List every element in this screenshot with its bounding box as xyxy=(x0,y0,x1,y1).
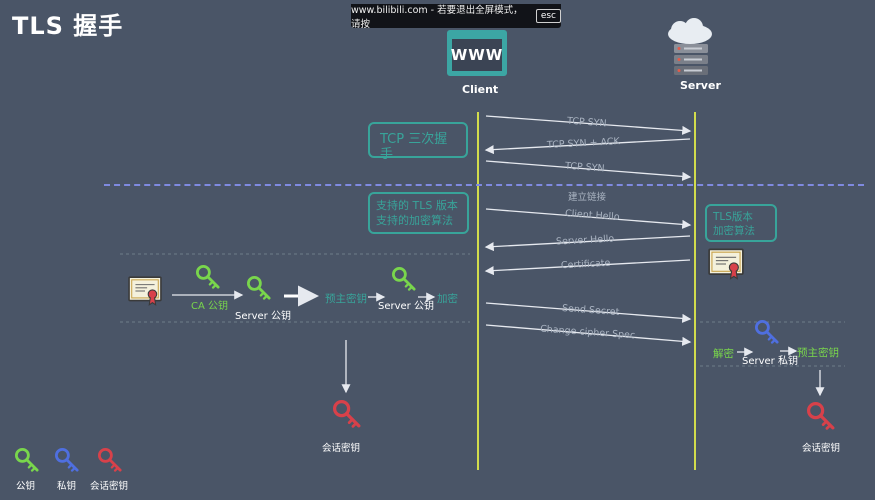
legend-session-key-icon xyxy=(98,448,122,472)
msg-arrow-4 xyxy=(485,208,692,229)
server-tls-box: TLS版本 加密算法 xyxy=(705,204,777,242)
client-icon-text: WWW xyxy=(450,46,504,64)
client-www-icon: WWW xyxy=(447,30,507,76)
client-tls-line-1: 支持的 TLS 版本 xyxy=(376,199,458,212)
legend-public-key-label: 公钥 xyxy=(16,481,36,492)
server-tls-line-1: TLS版本 xyxy=(713,211,753,223)
server-session-key-icon xyxy=(807,402,835,430)
legend-public-key-icon xyxy=(15,448,39,472)
server-pre-master-label: 预主密钥 xyxy=(797,347,839,359)
server-cloud-icon xyxy=(668,18,712,75)
server-public-key-label-2: Server 公钥 xyxy=(378,301,434,312)
fullscreen-notice-text: www.bilibili.com - 若要退出全屏模式，请按 xyxy=(351,5,523,30)
server-certificate-icon xyxy=(708,248,744,280)
ca-public-key-icon xyxy=(196,265,220,289)
server-public-key-icon-2 xyxy=(392,267,416,291)
server-session-key-label: 会话密钥 xyxy=(802,443,841,454)
tcp-handshake-box: TCP 三次握手 xyxy=(368,122,468,162)
server-public-key-icon xyxy=(247,276,271,300)
encrypt-label: 加密 xyxy=(437,293,458,305)
server-private-key-icon xyxy=(755,320,779,344)
esc-key[interactable]: esc xyxy=(535,9,561,23)
server-tls-line-2: 加密算法 xyxy=(713,225,755,237)
legend-private-key-icon xyxy=(55,448,79,472)
page-title: TLS 握手 xyxy=(12,12,124,40)
client-session-key-label: 会话密钥 xyxy=(322,443,361,454)
msg-arrow-5 xyxy=(484,235,691,252)
client-label: Client xyxy=(462,83,499,96)
client-lifeline xyxy=(477,112,479,470)
msg-arrow-3 xyxy=(485,160,692,181)
server-label: Server xyxy=(680,79,721,92)
legend-session-key-label: 会话密钥 xyxy=(90,481,129,492)
msg-arrow-2 xyxy=(484,138,691,155)
server-lifeline xyxy=(694,112,696,470)
tcp-handshake-label: TCP 三次握手 xyxy=(380,132,448,162)
certificate-icon xyxy=(128,276,162,306)
msg-arrow-1 xyxy=(485,115,692,135)
server-private-key-label: Server 私钥 xyxy=(742,356,798,367)
msg-arrow-6 xyxy=(484,259,691,276)
ca-public-key-label: CA 公钥 xyxy=(191,301,229,312)
msg-arrow-8 xyxy=(485,324,692,346)
pre-master-label: 预主密钥 xyxy=(325,293,367,305)
client-tls-box: 支持的 TLS 版本 支持的加密算法 xyxy=(368,192,469,234)
fullscreen-notice: www.bilibili.com - 若要退出全屏模式，请按 esc xyxy=(351,4,561,30)
server-public-key-label: Server 公钥 xyxy=(235,311,291,322)
client-tls-line-2: 支持的加密算法 xyxy=(376,214,453,227)
client-session-key-icon xyxy=(333,400,361,428)
divider-label: 建立链接 xyxy=(568,192,607,203)
key-legend: 公钥 私钥 会话密钥 xyxy=(10,448,150,493)
decrypt-label: 解密 xyxy=(713,348,734,360)
legend-private-key-label: 私钥 xyxy=(57,481,77,492)
connection-divider xyxy=(104,184,864,186)
msg-arrow-7 xyxy=(485,302,692,323)
